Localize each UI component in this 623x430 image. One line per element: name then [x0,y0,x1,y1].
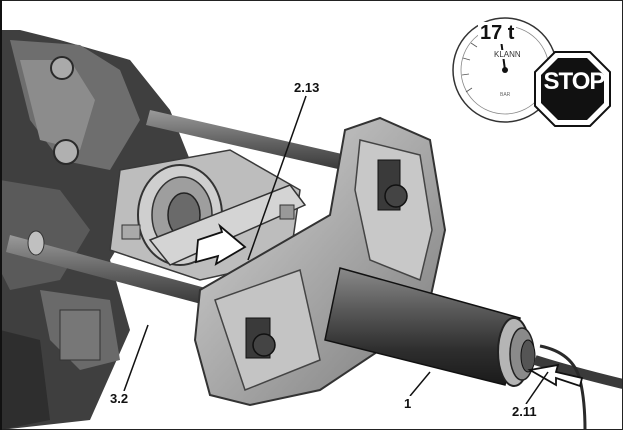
stop-sign [534,51,611,127]
gauge-brand-text: KLANN [494,50,521,59]
upper-tie-rod [146,110,390,180]
callout-2-13: 2.13 [292,80,322,95]
gauge-reading-text: 17 t [478,22,517,44]
svg-text:BAR: BAR [500,92,511,98]
vehicle-background [0,30,190,430]
lower-tie-rod [6,230,250,316]
stop-sign-text: STOP [543,68,606,95]
callout-3-2: 3.2 [108,391,131,406]
callout-2-11: 2.11 [510,404,539,419]
hydraulic-cylinder [324,267,536,387]
hydraulic-hose [533,344,623,430]
leader-lines [123,95,549,405]
callout-1: 1 [402,396,414,411]
pull-arrow-left [194,223,247,266]
pull-arrow-right [527,363,584,388]
direction-arrows [194,223,584,388]
